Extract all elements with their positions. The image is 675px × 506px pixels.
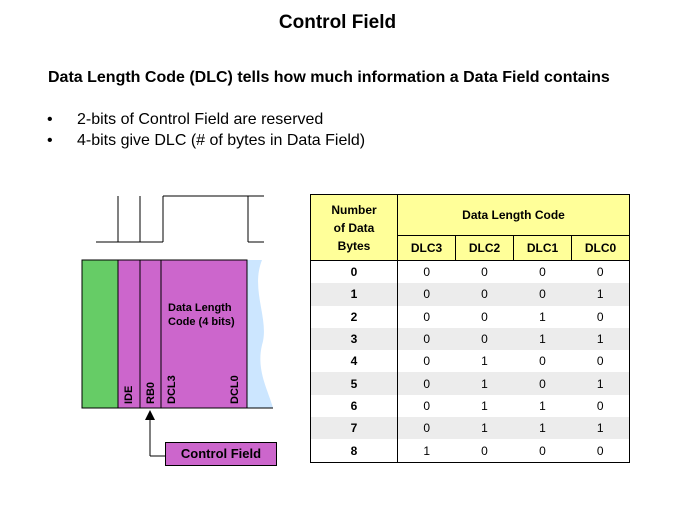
dcl3-label: DCL3 bbox=[166, 375, 178, 404]
data-field-shape bbox=[247, 260, 273, 408]
dlc3-cell: 1 bbox=[423, 443, 431, 458]
control-field-label: Control Field bbox=[165, 442, 277, 466]
dlc2-cell: 0 bbox=[481, 265, 488, 280]
byte-count-cell: 5 bbox=[310, 372, 398, 395]
arrow-head bbox=[145, 410, 155, 420]
dlc0-cell: 1 bbox=[571, 283, 630, 306]
dlc3-cell: 0 bbox=[397, 283, 456, 306]
dlc0-cell: 1 bbox=[571, 327, 630, 351]
intro-text: Data Length Code (DLC) tells how much in… bbox=[48, 69, 610, 86]
bullet-text: 4-bits give DLC (# of bytes in Data Fiel… bbox=[77, 132, 366, 149]
dlc1-cell: 0 bbox=[539, 354, 546, 369]
dlc3-cell: 0 bbox=[423, 398, 431, 413]
dcl0-label: DCL0 bbox=[229, 375, 241, 404]
dlc0-cell: 0 bbox=[596, 354, 604, 369]
ide-label: IDE bbox=[123, 385, 135, 404]
bullet-marker: • bbox=[47, 111, 53, 128]
dlc3-cell: 0 bbox=[423, 265, 431, 280]
dlc1-cell: 0 bbox=[539, 265, 546, 280]
bullet-item: • 2-bits of Control Field are reserved bbox=[47, 109, 365, 130]
dlc2-cell: 1 bbox=[455, 417, 514, 440]
header-dlc2: DLC2 bbox=[455, 235, 514, 261]
header-num-bytes: Number of Data Bytes bbox=[310, 194, 398, 261]
dlc1-cell: 1 bbox=[513, 417, 572, 440]
dlc2-cell: 0 bbox=[481, 443, 488, 458]
dlc-block-label: Data Length Code (4 bits) bbox=[168, 302, 235, 328]
control-field-diagram bbox=[81, 195, 273, 457]
dlc2-cell: 1 bbox=[481, 354, 488, 369]
dlc1-cell: 0 bbox=[513, 372, 572, 395]
byte-count-cell: 1 bbox=[310, 283, 398, 306]
byte-count-cell: 7 bbox=[310, 417, 398, 440]
dlc3-cell: 0 bbox=[397, 327, 456, 351]
table-row: 7 0 1 1 1 bbox=[310, 417, 630, 440]
table-row: 2 0 0 1 0 bbox=[310, 305, 630, 328]
dlc1-cell: 1 bbox=[539, 398, 546, 413]
dlc2-cell: 1 bbox=[455, 372, 514, 395]
byte-count-cell: 0 bbox=[310, 260, 398, 284]
header-dlc0: DLC0 bbox=[571, 235, 630, 261]
table-row: 5 0 1 0 1 bbox=[310, 372, 630, 395]
bullet-text: 2-bits of Control Field are reserved bbox=[77, 111, 324, 128]
dlc3-cell: 0 bbox=[423, 354, 431, 369]
bit-timing-waveform bbox=[96, 195, 264, 243]
bullet-item: • 4-bits give DLC (# of bytes in Data Fi… bbox=[47, 130, 365, 151]
dlc1-cell: 1 bbox=[513, 327, 572, 351]
table-row: 1 0 0 0 1 bbox=[310, 283, 630, 306]
dlc2-cell: 1 bbox=[481, 398, 488, 413]
byte-count-cell: 4 bbox=[310, 350, 398, 373]
dlc-table: Number of Data Bytes Data Length Code DL… bbox=[310, 194, 630, 463]
dlc3-cell: 0 bbox=[397, 417, 456, 440]
byte-count-cell: 8 bbox=[310, 439, 398, 463]
table-row: 3 0 0 1 1 bbox=[310, 327, 630, 351]
dlc0-cell: 1 bbox=[571, 372, 630, 395]
byte-count-cell: 2 bbox=[310, 305, 398, 328]
dlc1-cell: 0 bbox=[513, 283, 572, 306]
header-dlc-group: Data Length Code bbox=[397, 194, 630, 236]
dlc0-cell: 0 bbox=[596, 265, 604, 280]
table-row: 4 0 1 0 0 bbox=[310, 350, 630, 373]
dlc1-cell: 0 bbox=[539, 443, 546, 458]
dlc0-cell: 1 bbox=[571, 417, 630, 440]
control-field-arrow bbox=[149, 418, 165, 457]
control-field-block bbox=[118, 260, 247, 408]
byte-count-cell: 6 bbox=[310, 394, 398, 418]
dlc2-cell: 0 bbox=[455, 283, 514, 306]
dlc0-cell: 0 bbox=[596, 398, 604, 413]
dlc0-cell: 0 bbox=[596, 443, 604, 458]
header-dlc1: DLC1 bbox=[513, 235, 572, 261]
byte-count-cell: 3 bbox=[310, 327, 398, 351]
rb0-label: RB0 bbox=[145, 381, 157, 404]
dlc2-cell: 0 bbox=[455, 327, 514, 351]
bullet-list: • 2-bits of Control Field are reserved •… bbox=[47, 109, 365, 151]
dlc1-cell: 1 bbox=[539, 309, 546, 324]
bullet-marker: • bbox=[47, 132, 53, 149]
header-dlc3: DLC3 bbox=[397, 235, 456, 261]
dlc0-cell: 0 bbox=[596, 309, 604, 324]
slide-title: Control Field bbox=[278, 12, 397, 33]
table-row: 8 1 0 0 0 bbox=[310, 439, 630, 463]
dlc2-cell: 0 bbox=[481, 309, 488, 324]
arbitration-field-block bbox=[82, 260, 118, 408]
dlc3-cell: 0 bbox=[423, 309, 431, 324]
dlc3-cell: 0 bbox=[397, 372, 456, 395]
table-row: 0 0 0 0 0 bbox=[310, 260, 630, 284]
table-row: 6 0 1 1 0 bbox=[310, 394, 630, 418]
